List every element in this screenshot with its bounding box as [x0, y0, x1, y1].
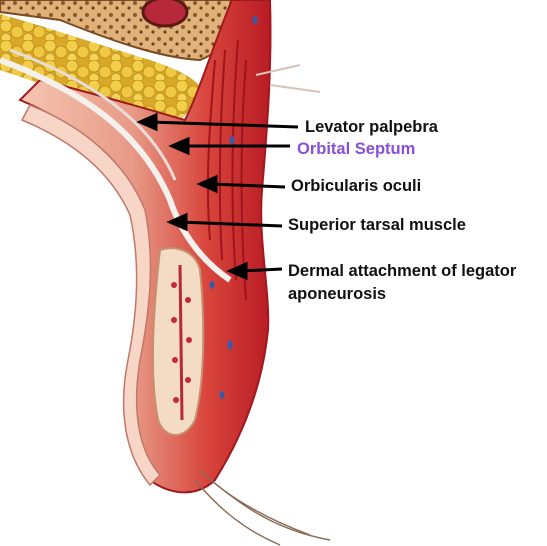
- label-orbital-septum: Orbital Septum: [297, 140, 416, 158]
- meibomian-gland: [178, 264, 184, 421]
- label-superior-tarsal-muscle: Superior tarsal muscle: [288, 216, 466, 234]
- label-dermal-attachment-line2: aponeurosis: [288, 285, 387, 303]
- orbital-septum-line: [9, 48, 177, 181]
- label-orbicularis-oculi: Orbicularis oculi: [291, 177, 422, 195]
- eyelashes: [194, 469, 331, 546]
- orbital-fat: [0, 14, 205, 130]
- tarsal-plate: [151, 247, 205, 436]
- bone-canal: [141, 0, 189, 28]
- label-levator-palpebra: Levator palpebra: [305, 118, 438, 136]
- levator-aponeurosis: [0, 57, 232, 283]
- skin-hairs: [255, 64, 321, 93]
- label-dermal-attachment-line1: Dermal attachment of legator: [288, 262, 517, 280]
- blood-vessels: [209, 16, 258, 399]
- conjunctiva: [20, 104, 162, 487]
- leader-arrows: [136, 112, 299, 281]
- meibomian-gland-lobules: [171, 282, 192, 403]
